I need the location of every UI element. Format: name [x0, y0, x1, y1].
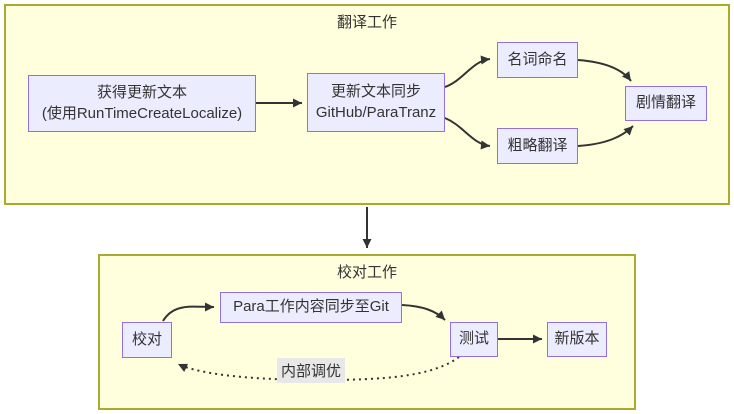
cluster-translation-title: 翻译工作	[336, 14, 397, 31]
node-story-translation: 剧情翻译	[625, 86, 707, 121]
node-get-updated-text-line1: 获得更新文本	[96, 84, 187, 102]
node-test: 测试	[450, 322, 498, 357]
node-sync-updated-text-line2: GitHub/ParaTranz	[315, 103, 437, 121]
node-para-sync-to-git: Para工作内容同步至Git	[220, 292, 402, 323]
node-proofread: 校对	[122, 322, 172, 358]
node-get-updated-text-line2: (使用RunTimeCreateLocalize)	[41, 104, 243, 122]
edge-label-internal-tuning: 内部调优	[277, 358, 346, 383]
node-rough-translation: 粗略翻译	[497, 128, 578, 164]
node-new-version: 新版本	[547, 322, 607, 357]
cluster-proofread-title: 校对工作	[336, 264, 397, 281]
node-term-naming: 名词命名	[497, 42, 578, 78]
node-get-updated-text: 获得更新文本 (使用RunTimeCreateLocalize)	[28, 75, 256, 132]
node-sync-updated-text: 更新文本同步 GitHub/ParaTranz	[307, 73, 445, 132]
node-sync-updated-text-line1: 更新文本同步	[330, 83, 421, 101]
cluster-proofread-work: 校对工作	[98, 254, 636, 410]
